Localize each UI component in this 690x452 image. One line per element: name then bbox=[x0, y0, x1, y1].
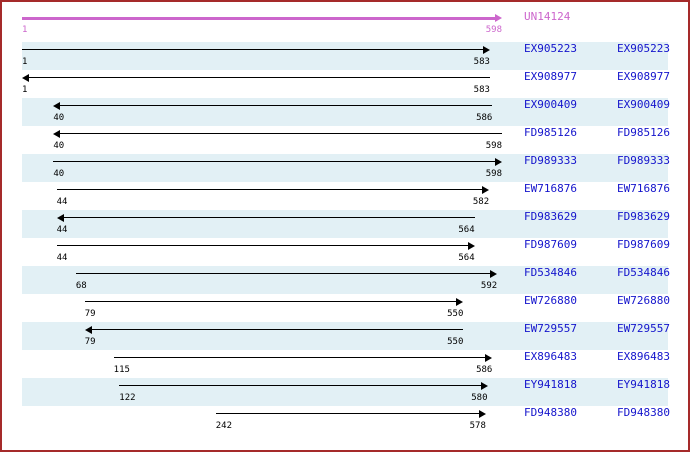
arrowhead-right-icon bbox=[485, 354, 493, 362]
hit-label-secondary[interactable]: EX908977 bbox=[617, 70, 670, 83]
hit-start-coord: 68 bbox=[75, 281, 87, 291]
hit-label-secondary[interactable]: EW726880 bbox=[617, 294, 670, 307]
hit-end-coord: 580 bbox=[471, 393, 488, 403]
row-band bbox=[22, 322, 668, 350]
alignment-line bbox=[29, 77, 490, 78]
hit-label-primary[interactable]: FD987609 bbox=[524, 238, 577, 251]
hit-start-coord: 79 bbox=[84, 309, 96, 319]
hit-start-coord: 40 bbox=[53, 169, 65, 179]
hit-label-primary[interactable]: EX900409 bbox=[524, 98, 577, 111]
hit-label-primary[interactable]: FD534846 bbox=[524, 266, 577, 279]
arrowhead-right-icon bbox=[480, 382, 488, 390]
row-band bbox=[22, 154, 668, 182]
hit-start-coord: 79 bbox=[84, 337, 96, 347]
hit-label-primary[interactable]: EX905223 bbox=[524, 42, 577, 55]
arrowhead-right-icon bbox=[478, 410, 486, 418]
alignment-line bbox=[113, 357, 486, 358]
hit-label-primary[interactable]: FD985126 bbox=[524, 126, 577, 139]
arrowhead-right-icon bbox=[482, 46, 490, 54]
hit-label-primary[interactable]: EW726880 bbox=[524, 294, 577, 307]
hit-end-coord: 550 bbox=[447, 337, 464, 347]
alignment-line bbox=[60, 105, 493, 106]
hit-label-primary[interactable]: FD983629 bbox=[524, 210, 577, 223]
hit-start-coord: 40 bbox=[53, 141, 65, 151]
query-start-coord: 1 bbox=[22, 25, 28, 35]
hit-label-primary[interactable]: EY941818 bbox=[524, 378, 577, 391]
row-band bbox=[22, 378, 668, 406]
hit-label-primary[interactable]: FD948380 bbox=[524, 406, 577, 419]
hit-end-coord: 582 bbox=[472, 197, 490, 207]
hit-end-coord: 583 bbox=[473, 57, 490, 67]
hit-label-primary[interactable]: EX896483 bbox=[524, 350, 577, 363]
arrowhead-left-icon bbox=[53, 130, 61, 138]
row-band bbox=[22, 98, 668, 126]
alignment-line bbox=[60, 133, 502, 134]
hit-end-coord: 586 bbox=[476, 113, 493, 123]
hit-label-secondary[interactable]: FD983629 bbox=[617, 210, 670, 223]
hit-end-coord: 592 bbox=[480, 281, 498, 291]
hit-end-coord: 586 bbox=[476, 365, 493, 375]
arrowhead-left-icon bbox=[53, 102, 61, 110]
arrowhead-right-icon bbox=[482, 186, 490, 194]
hit-end-coord: 598 bbox=[485, 141, 502, 151]
alignment-line bbox=[119, 385, 481, 386]
hit-start-coord: 1 bbox=[22, 85, 28, 95]
hit-start-coord: 44 bbox=[56, 253, 68, 263]
alignment-line bbox=[56, 189, 483, 190]
alignment-line bbox=[53, 161, 495, 162]
query-line bbox=[22, 17, 495, 20]
arrowhead-right-icon bbox=[467, 242, 475, 250]
arrowhead-right-icon bbox=[456, 298, 464, 306]
alignment-line bbox=[56, 245, 468, 246]
hit-label-primary[interactable]: EX908977 bbox=[524, 70, 577, 83]
hit-label-primary[interactable]: EW716876 bbox=[524, 182, 577, 195]
arrowhead-right-icon bbox=[490, 270, 498, 278]
hit-label-secondary[interactable]: EX900409 bbox=[617, 98, 670, 111]
row-band bbox=[22, 42, 668, 70]
query-label[interactable]: UN14124 bbox=[524, 10, 571, 23]
alignment-line bbox=[84, 301, 457, 302]
hit-end-coord: 564 bbox=[458, 225, 475, 235]
query-end-coord: 598 bbox=[485, 25, 502, 35]
alignment-line bbox=[91, 329, 464, 330]
query-arrowhead-icon bbox=[495, 14, 502, 22]
hit-label-secondary[interactable]: FD987609 bbox=[617, 238, 670, 251]
hit-label-secondary[interactable]: FD985126 bbox=[617, 126, 670, 139]
arrowhead-right-icon bbox=[495, 158, 502, 166]
hit-label-secondary[interactable]: EY941818 bbox=[617, 378, 670, 391]
hit-label-secondary[interactable]: FD948380 bbox=[617, 406, 670, 419]
hit-start-coord: 44 bbox=[56, 197, 68, 207]
hit-start-coord: 242 bbox=[215, 421, 233, 431]
hit-end-coord: 550 bbox=[447, 309, 464, 319]
hit-end-coord: 564 bbox=[458, 253, 475, 263]
hit-label-secondary[interactable]: EW716876 bbox=[617, 182, 670, 195]
hit-label-secondary[interactable]: FD534846 bbox=[617, 266, 670, 279]
hit-start-coord: 40 bbox=[53, 113, 65, 123]
row-band bbox=[22, 210, 668, 238]
alignment-line bbox=[63, 217, 475, 218]
hit-start-coord: 44 bbox=[56, 225, 68, 235]
alignment-line bbox=[75, 273, 491, 274]
arrowhead-left-icon bbox=[56, 214, 64, 222]
alignment-line bbox=[22, 49, 483, 50]
hit-start-coord: 1 bbox=[22, 57, 28, 67]
row-band bbox=[22, 266, 668, 294]
hit-label-secondary[interactable]: EX896483 bbox=[617, 350, 670, 363]
hit-end-coord: 598 bbox=[485, 169, 502, 179]
alignment-line bbox=[215, 413, 479, 414]
arrowhead-left-icon bbox=[22, 74, 29, 82]
arrowhead-left-icon bbox=[84, 326, 92, 334]
hit-start-coord: 122 bbox=[119, 393, 136, 403]
hit-end-coord: 583 bbox=[473, 85, 490, 95]
hit-start-coord: 115 bbox=[113, 365, 130, 375]
hit-label-secondary[interactable]: EX905223 bbox=[617, 42, 670, 55]
hit-label-secondary[interactable]: FD989333 bbox=[617, 154, 670, 167]
hit-label-secondary[interactable]: EW729557 bbox=[617, 322, 670, 335]
hit-label-primary[interactable]: EW729557 bbox=[524, 322, 577, 335]
hit-end-coord: 578 bbox=[469, 421, 486, 431]
hit-label-primary[interactable]: FD989333 bbox=[524, 154, 577, 167]
